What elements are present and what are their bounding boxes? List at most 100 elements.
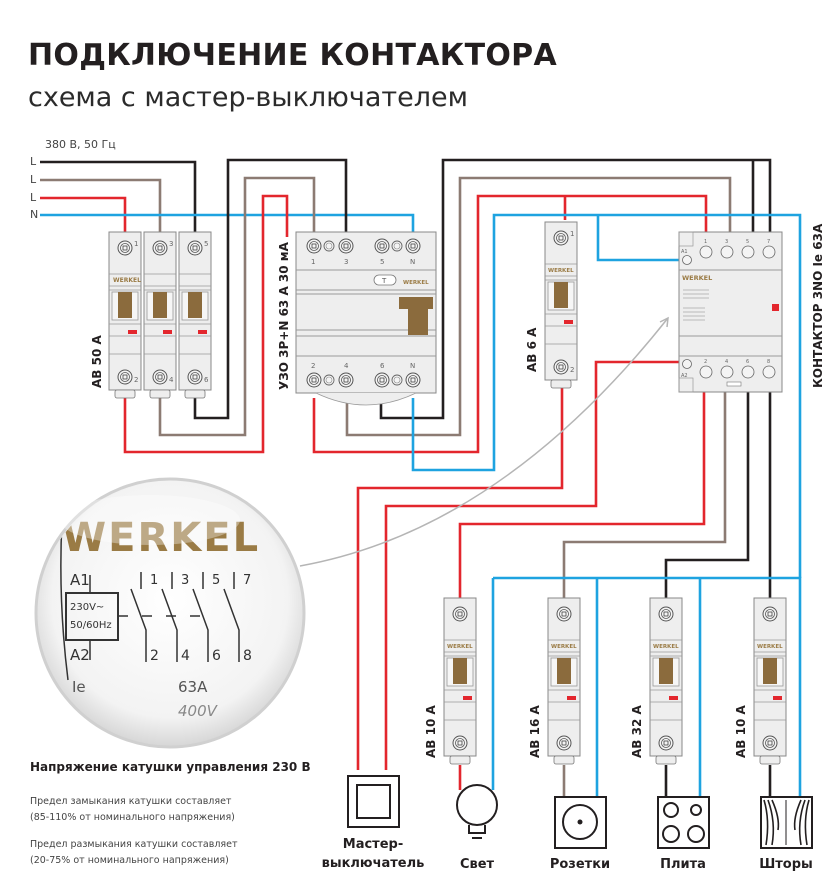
- wires: [40, 158, 802, 798]
- svg-text:3: 3: [169, 240, 173, 248]
- svg-text:1: 1: [150, 573, 158, 588]
- master-switch-icon: [347, 775, 400, 828]
- rcd-label: УЗО 3P+N 63 А 30 мА: [277, 242, 291, 390]
- wire-mb-black: [193, 158, 348, 420]
- svg-text:8: 8: [767, 359, 770, 365]
- svg-text:6: 6: [212, 648, 221, 664]
- svg-text:2: 2: [150, 648, 159, 664]
- svg-text:A2: A2: [70, 646, 90, 664]
- svg-text:5: 5: [204, 240, 208, 248]
- svg-text:8: 8: [243, 648, 252, 664]
- test-button-label: T: [381, 277, 387, 285]
- svg-text:2: 2: [311, 362, 315, 370]
- wire-rcd-brown: [345, 176, 732, 437]
- branch-breaker-4-label: АВ 10 А: [734, 705, 748, 758]
- svg-text:2: 2: [134, 376, 138, 384]
- supply-label: 380 В, 50 Гц: [45, 138, 116, 151]
- svg-text:WERKEL: WERKEL: [447, 644, 473, 650]
- branch-breaker-1-label: АВ 10 А: [424, 705, 438, 758]
- wire-coil-blue: [596, 215, 680, 262]
- line-label-n: N: [30, 208, 39, 221]
- wire-ct-black1: [664, 388, 750, 598]
- wire-coil-a2-red: [384, 360, 695, 770]
- wire-ctrl-red: [356, 388, 564, 770]
- close-limit-line1: Предел замыкания катушки составляет: [30, 796, 232, 807]
- control-breaker-label: АВ 6 А: [525, 327, 539, 372]
- control-breaker: WERKEL 1 2: [544, 221, 578, 389]
- svg-text:7: 7: [767, 239, 770, 245]
- wire-ct-brown: [562, 392, 727, 598]
- branch-breaker-1: WERKEL: [443, 597, 477, 765]
- svg-text:4: 4: [181, 648, 190, 664]
- svg-text:7: 7: [243, 573, 251, 588]
- svg-text:3: 3: [725, 239, 728, 245]
- socket-icon: [554, 796, 607, 849]
- stove-icon: [657, 796, 710, 849]
- branch-breaker-2-label: АВ 16 А: [528, 705, 542, 758]
- page-subtitle: схема с мастер-выключателем: [28, 82, 468, 113]
- branch-breaker-2: WERKEL: [547, 597, 581, 765]
- line-label-l2: L: [30, 173, 37, 186]
- svg-text:4: 4: [344, 362, 349, 370]
- open-limit-line1: Предел размыкания катушки составляет: [30, 839, 238, 850]
- svg-text:1: 1: [311, 258, 315, 266]
- rcd: T WERKEL 1 3 5 N 2 4 6 N: [295, 231, 437, 406]
- svg-text:WERKEL: WERKEL: [403, 280, 429, 286]
- svg-text:1: 1: [134, 240, 138, 248]
- svg-text:400V: 400V: [178, 702, 219, 720]
- wire-l1-black: [40, 160, 197, 232]
- wire-ct-red: [458, 388, 706, 598]
- wire-n-blue: [40, 213, 415, 237]
- svg-text:6: 6: [204, 376, 209, 384]
- wire-mb-brown: [158, 176, 316, 437]
- svg-text:4: 4: [169, 376, 174, 384]
- svg-text:6: 6: [380, 362, 385, 370]
- svg-text:4: 4: [725, 359, 728, 365]
- curtains-icon: [760, 796, 813, 849]
- contactor: WERKEL A1 1 3 5 7 A2 2 4 6 8: [678, 231, 783, 393]
- wire-neutral-bus: [493, 576, 802, 798]
- svg-text:1: 1: [570, 230, 574, 238]
- svg-text:5: 5: [212, 573, 220, 588]
- svg-text:A2: A2: [681, 373, 688, 379]
- svg-text:Ie: Ie: [72, 678, 86, 696]
- load-label-sockets: Розетки: [549, 857, 611, 872]
- brand-logo: WERKEL: [113, 277, 141, 284]
- master-switch-label: Мастер- выключатель: [321, 837, 425, 871]
- svg-text:WERKEL: WERKEL: [757, 644, 783, 650]
- line-label-l1: L: [30, 155, 37, 168]
- wire-l3-red: [40, 196, 127, 232]
- svg-text:N: N: [410, 258, 415, 266]
- wire-rcd-black: [379, 158, 772, 420]
- line-label-l3: L: [30, 191, 37, 204]
- wire-l2-brown: [40, 178, 162, 232]
- magnified-brand: WERKEL: [62, 515, 260, 561]
- light-bulb-icon: [456, 784, 498, 839]
- close-limit-line2: (85-110% от номинального напряжения): [30, 812, 235, 823]
- svg-text:2: 2: [704, 359, 707, 365]
- magnifier-pointer: [299, 317, 669, 567]
- load-label-light: Свет: [459, 857, 495, 872]
- magnifier-lens: WERKEL A1 230V~ 50/60Hz A2 1 3 5 7 2 4 6…: [34, 477, 306, 749]
- main-breaker: WERKEL 1 3 5 2 4 6: [108, 231, 212, 399]
- svg-text:63A: 63A: [178, 678, 208, 696]
- svg-text:WERKEL: WERKEL: [548, 268, 574, 274]
- branch-breaker-4: WERKEL: [753, 597, 787, 765]
- svg-text:5: 5: [380, 258, 384, 266]
- load-label-curtains: Шторы: [759, 857, 813, 872]
- svg-text:A1: A1: [70, 571, 90, 589]
- branch-breaker-3-label: АВ 32 А: [630, 705, 644, 758]
- wire-mb-red: [123, 194, 289, 454]
- svg-text:50/60Hz: 50/60Hz: [70, 620, 112, 631]
- branch-breaker-3: WERKEL: [649, 597, 683, 765]
- svg-text:6: 6: [746, 359, 749, 365]
- brand-logo: WERKEL: [682, 274, 712, 282]
- wire-rcd-red: [312, 194, 708, 454]
- open-limit-line2: (20-75% от номинального напряжения): [30, 855, 229, 866]
- svg-text:3: 3: [344, 258, 348, 266]
- coil-voltage-heading: Напряжение катушки управления 230 В: [30, 760, 311, 774]
- main-breaker-label: АВ 50 А: [90, 335, 104, 388]
- load-label-stove: Плита: [660, 857, 706, 872]
- svg-text:3: 3: [181, 573, 189, 588]
